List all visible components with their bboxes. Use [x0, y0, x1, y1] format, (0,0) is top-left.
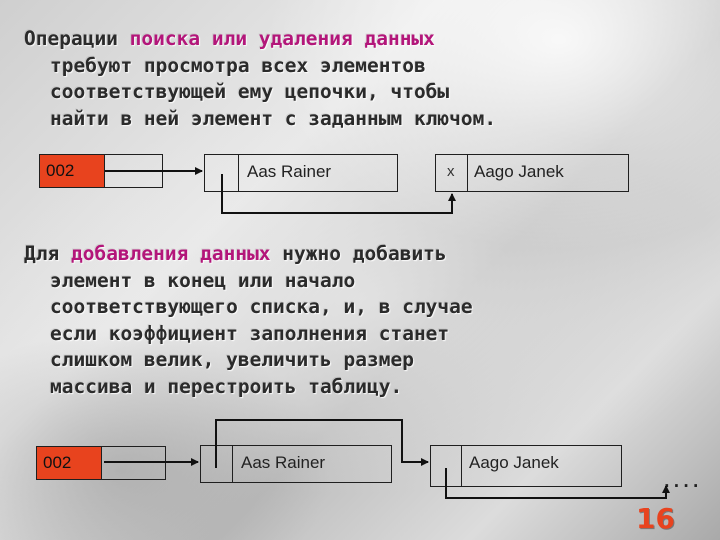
chain-node-2: x Aago Janek — [435, 154, 629, 192]
text-line: Для добавления данных нужно добавить — [24, 241, 473, 268]
text-run: Операции — [24, 27, 130, 50]
key-cell: 002 — [37, 447, 101, 479]
key-box: 002 — [36, 446, 166, 480]
node-name: Aas Rainer — [241, 453, 326, 472]
continuation-ellipsis: .... — [662, 472, 701, 491]
node2-to-next-arrow — [445, 468, 670, 499]
text-line: требуют просмотра всех элементов — [50, 53, 426, 77]
text-line: Операции поиска или удаления данных — [24, 26, 496, 53]
text-run: нужно добавить — [270, 242, 447, 265]
node-pointer-divider — [238, 155, 239, 191]
text-line: массива и перестроить таблицу. — [50, 374, 403, 398]
node-name: Aago Janek — [474, 162, 564, 181]
node-name: Aago Janek — [469, 453, 559, 472]
node-pointer-divider — [232, 446, 233, 482]
chain-node-1: Aas Rainer — [204, 154, 398, 192]
text-line: соответствующего списка, и, в случае — [50, 295, 473, 318]
slide-number: 16 — [636, 502, 675, 535]
text-line: слишком велик, увеличить размер — [50, 348, 414, 371]
highlighted-term: поиска или удаления данных — [129, 27, 435, 50]
text-line: элемент в конец или начало — [50, 268, 356, 292]
chain-node-2: Aago Janek — [430, 445, 622, 487]
text-line: соответствующей ему цепочки, чтобы — [50, 80, 450, 103]
node-pointer-divider — [467, 155, 468, 191]
node1-to-node2-arrow — [215, 419, 429, 468]
text-line: если коэффициент заполнения станет — [50, 321, 450, 345]
chain-node-1: Aas Rainer — [200, 445, 392, 483]
search-delete-paragraph: Операции поиска или удаления данных треб… — [24, 26, 496, 132]
key-box-divider — [104, 155, 105, 187]
text-run: Для — [24, 242, 71, 265]
node1-to-node2-arrow — [221, 174, 456, 214]
key-box: 002 — [39, 154, 163, 188]
highlighted-term: добавления данных — [70, 242, 271, 265]
key-cell: 002 — [40, 155, 104, 187]
key-box-divider — [101, 447, 102, 479]
insert-paragraph: Для добавления данных нужно добавить эле… — [24, 241, 473, 400]
text-line: найти в ней элемент с заданным ключом. — [50, 106, 497, 130]
null-pointer-marker: x — [447, 163, 455, 180]
node-pointer-divider — [461, 446, 462, 486]
node-name: Aas Rainer — [247, 162, 332, 181]
